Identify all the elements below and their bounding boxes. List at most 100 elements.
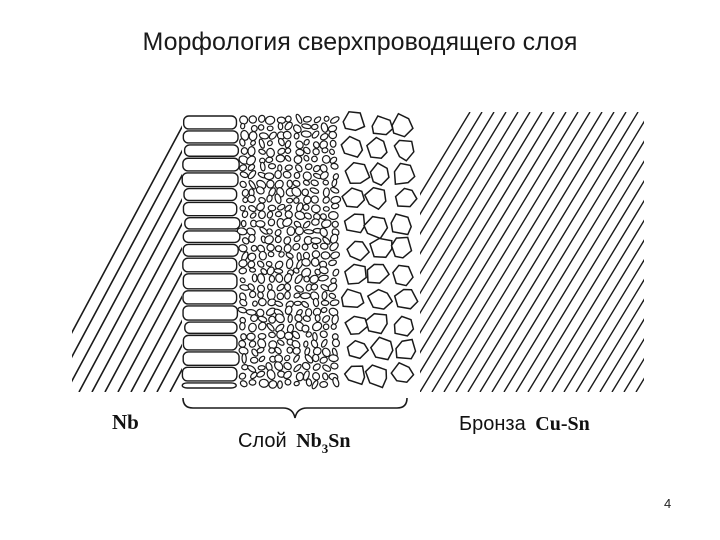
fine-grain	[251, 273, 258, 283]
fine-grain	[319, 213, 327, 221]
fine-grain	[311, 321, 323, 332]
layer-brace	[182, 397, 408, 419]
fine-grain	[311, 218, 320, 226]
fine-grain	[249, 356, 259, 364]
fine-grain	[321, 147, 329, 154]
coarse-grain	[369, 162, 390, 187]
fine-grain	[292, 267, 300, 274]
fine-grain	[286, 179, 293, 188]
coarse-grain	[343, 213, 366, 234]
fine-grain	[247, 170, 257, 180]
fine-grain	[301, 361, 311, 371]
fine-grain	[293, 132, 300, 140]
fine-grain	[319, 242, 329, 250]
fine-grain	[310, 283, 319, 291]
fine-grain	[267, 283, 273, 291]
fine-grain	[277, 122, 284, 131]
layer-formula-tail: Sn	[328, 430, 350, 452]
fine-grain	[283, 273, 293, 284]
fine-grain	[268, 315, 277, 324]
fine-grain	[258, 138, 265, 149]
fine-grain	[331, 220, 339, 228]
fine-grain	[283, 243, 292, 254]
layer-prefix-text: Слой	[238, 430, 287, 452]
fine-grain	[276, 203, 286, 211]
fine-grain	[301, 123, 312, 130]
bronze-label: Бронза Cu-Sn	[459, 413, 590, 435]
hatch-line	[684, 112, 720, 392]
fine-grain	[252, 300, 258, 307]
hatch-line	[431, 112, 603, 392]
fine-grain	[257, 273, 266, 284]
fine-grain	[328, 130, 338, 140]
fine-grain	[257, 321, 267, 331]
fine-grain	[295, 113, 303, 124]
fine-grain	[321, 291, 328, 301]
fine-grain	[247, 252, 257, 262]
fine-grain	[310, 204, 321, 214]
columnar-grain	[182, 290, 238, 305]
fine-grain	[267, 218, 276, 227]
fine-grain	[291, 186, 302, 198]
coarse-grain	[344, 161, 371, 184]
columnar-grain	[184, 217, 241, 230]
coarse-grain	[340, 135, 364, 158]
columnar-grain	[184, 321, 238, 335]
fine-grain	[291, 339, 301, 349]
fine-grain	[329, 148, 336, 156]
fine-grain	[248, 131, 258, 142]
layer-formula-sub: 3	[322, 441, 329, 456]
coarse-grain	[390, 236, 413, 259]
fine-grain	[328, 354, 339, 363]
fine-grain	[238, 267, 248, 275]
fine-grain	[260, 268, 268, 276]
fine-grain	[238, 339, 247, 348]
coarse-grain	[393, 288, 419, 310]
fine-grain	[283, 361, 292, 371]
fine-grain	[303, 138, 310, 146]
fine-grain	[265, 260, 273, 268]
fine-grain	[285, 258, 294, 270]
fine-grain	[322, 179, 329, 186]
fine-grain	[268, 380, 278, 389]
fine-grain	[282, 217, 293, 227]
fine-grain	[319, 140, 328, 150]
fine-grain	[303, 275, 311, 283]
fine-grain	[331, 338, 341, 348]
fine-grain	[312, 297, 320, 308]
fine-grain	[317, 274, 329, 282]
fine-grain	[255, 220, 266, 228]
nb3sn-layer-label: Слой Nb3Sn	[238, 430, 351, 456]
hatch-line	[575, 278, 644, 392]
fine-grain	[246, 155, 257, 166]
fine-grain	[284, 204, 293, 212]
fine-grain	[239, 171, 249, 179]
fine-grain	[311, 379, 319, 390]
fine-grain	[283, 236, 292, 245]
fine-grain	[274, 169, 282, 180]
fine-grain	[302, 315, 311, 323]
fine-grain	[248, 379, 257, 386]
fine-grain	[303, 195, 312, 205]
columnar-grain	[182, 334, 238, 351]
fine-grain	[320, 122, 329, 133]
layer-formula-main: Nb	[296, 430, 322, 452]
fine-grain	[266, 179, 275, 189]
fine-grain	[301, 258, 311, 267]
coarse-grain	[392, 264, 414, 287]
fine-grain	[319, 330, 328, 339]
fine-grain	[256, 202, 265, 212]
fine-grain	[330, 362, 339, 370]
fine-grain	[258, 210, 266, 220]
fine-grain	[310, 237, 322, 245]
fine-grain	[240, 129, 250, 141]
fine-grain	[250, 371, 258, 380]
coarse-grain	[369, 336, 394, 361]
fine-grain	[321, 347, 331, 358]
hatch-line	[104, 246, 182, 392]
bronze-formula-text: Cu-Sn	[535, 413, 589, 435]
hatch-line	[117, 270, 182, 392]
hatch-line	[420, 112, 507, 255]
fine-grain	[287, 313, 293, 324]
